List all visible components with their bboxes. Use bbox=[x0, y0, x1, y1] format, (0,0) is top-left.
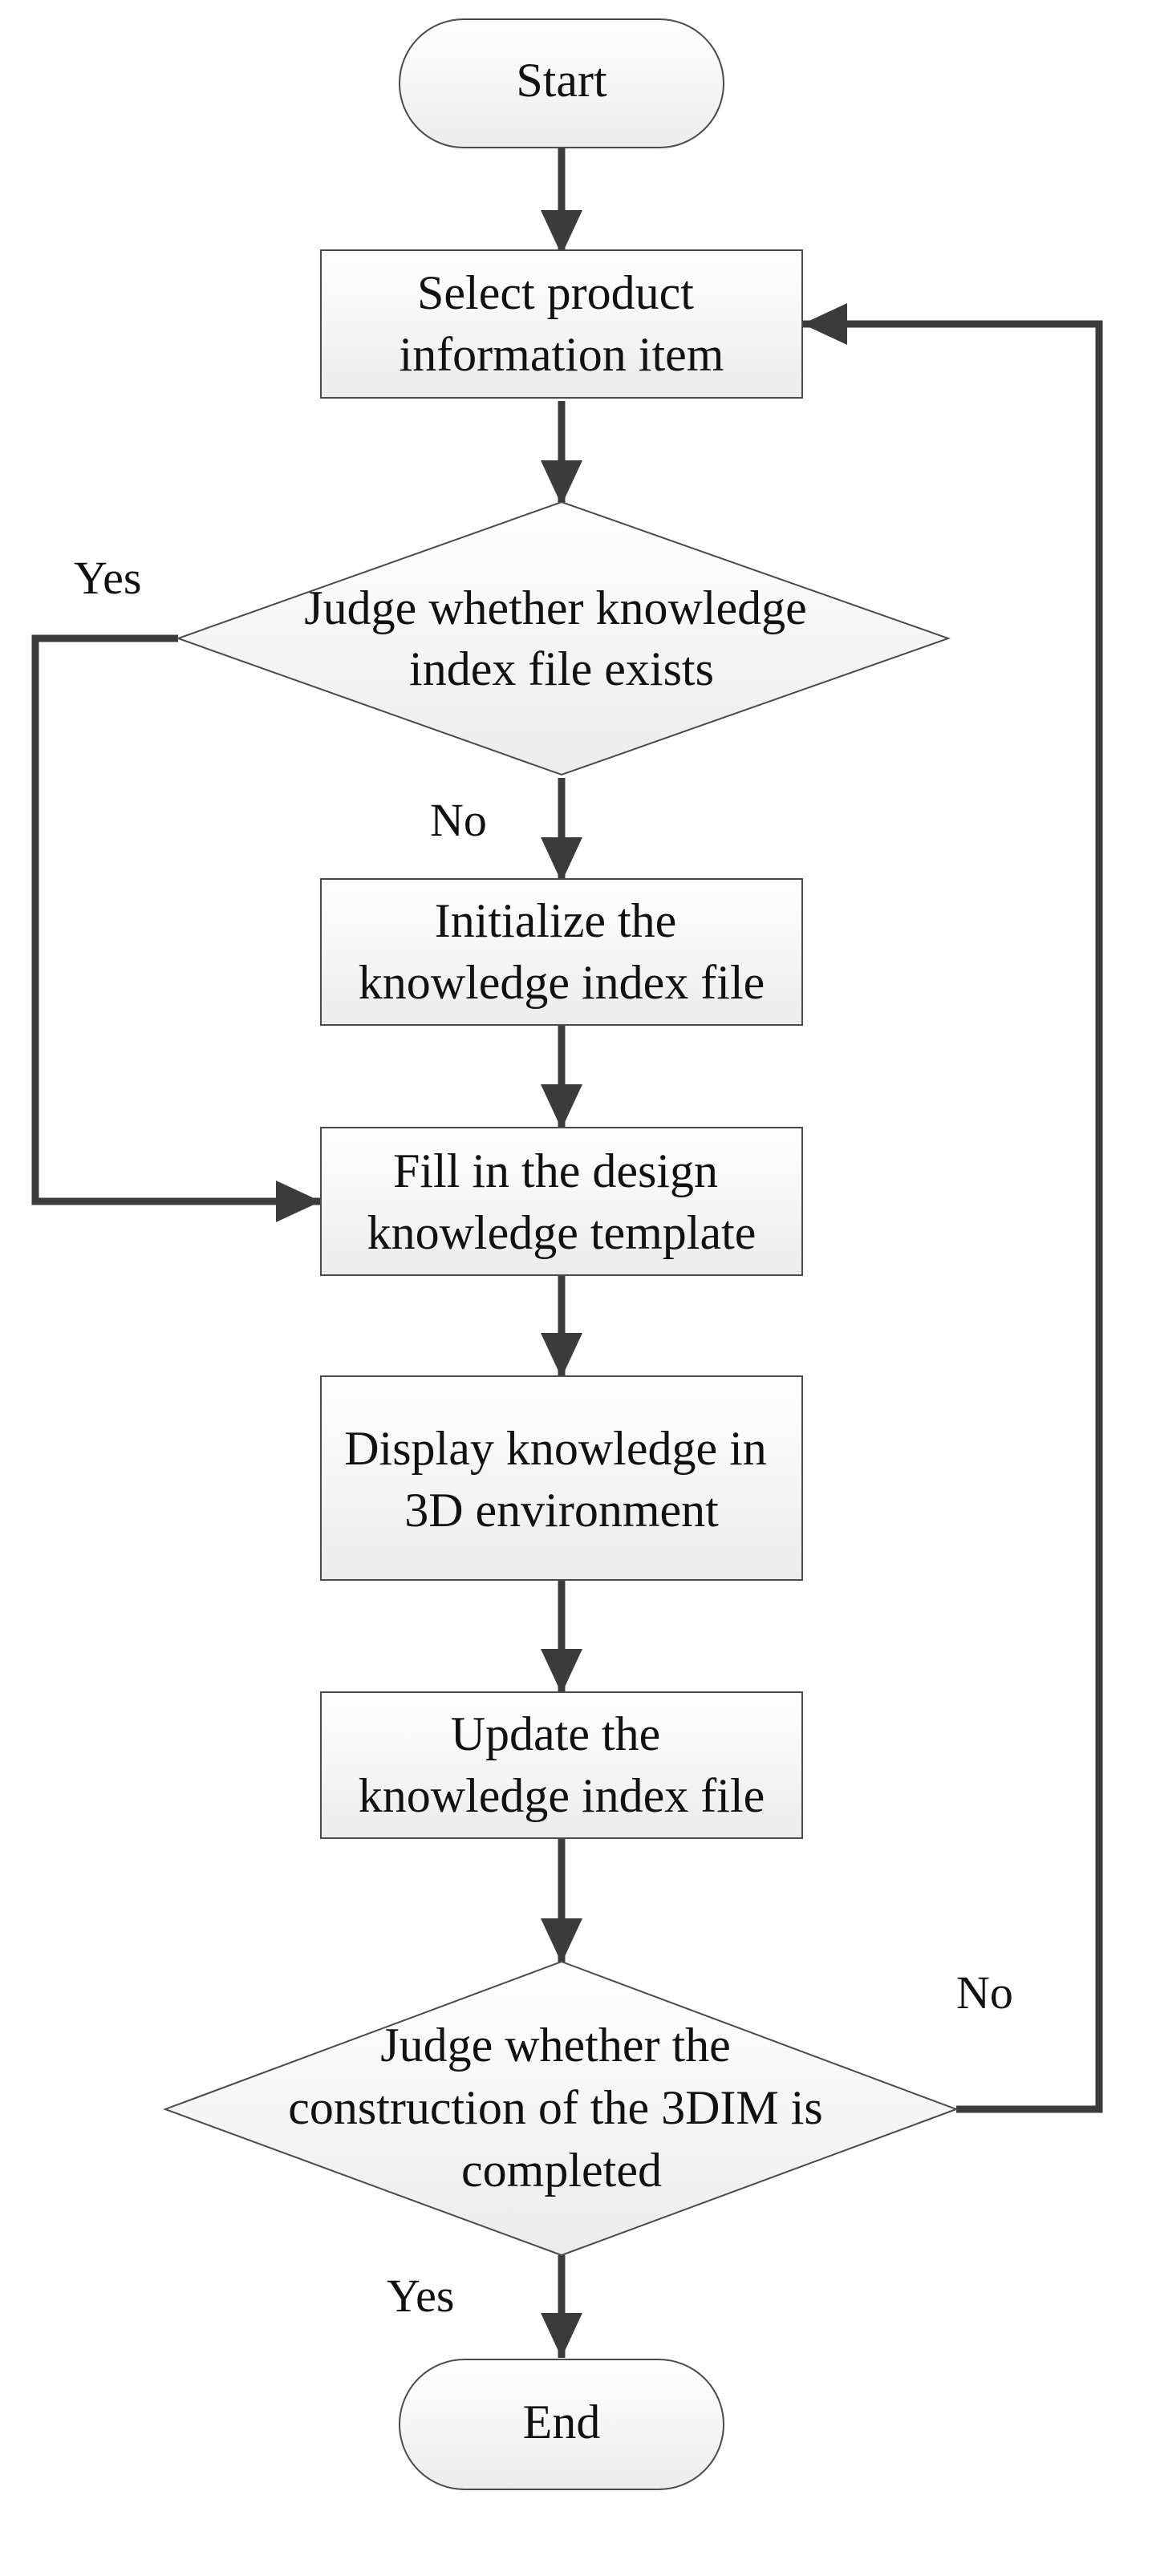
arrowhead-display-to-update bbox=[541, 1649, 582, 1694]
judge-index-line-1: Judge whether knowledge bbox=[304, 581, 806, 634]
arrow-judge-done-no-to-select bbox=[802, 320, 1103, 2113]
fill-line-2: knowledge template bbox=[367, 1206, 757, 1259]
initialize-line-2: knowledge index file bbox=[359, 956, 765, 1009]
arrowhead-judge-index-yes-to-fill bbox=[276, 1181, 321, 1222]
judge-index-line-2: index file exists bbox=[409, 642, 714, 695]
label-index-yes: Yes bbox=[74, 552, 141, 604]
display-line-1: Display knowledge in bbox=[344, 1422, 767, 1475]
judge-index-file-decision: Judge whether knowledge index file exist… bbox=[176, 500, 951, 776]
judge-construction-decision: Judge whether the construction of the 3D… bbox=[163, 1960, 959, 2257]
display-line-2: 3D environment bbox=[404, 1484, 719, 1537]
select-product-info-box: Select product information item bbox=[320, 249, 803, 399]
arrowhead-judge-done-no-to-select bbox=[802, 303, 847, 345]
select-line-1: Select product bbox=[417, 266, 694, 319]
arrowhead-fill-to-display bbox=[541, 1333, 582, 1378]
initialize-index-file-label: Initialize the knowledge index file bbox=[359, 894, 765, 1009]
arrowhead-start-to-select bbox=[541, 210, 582, 255]
initialize-line-1: Initialize the bbox=[435, 894, 677, 947]
judge-done-line-1: Judge whether the bbox=[380, 2019, 731, 2072]
judge-index-file-label: Judge whether knowledge index file exist… bbox=[304, 581, 818, 695]
fill-line-1: Fill in the design bbox=[393, 1144, 718, 1197]
judge-construction-label: Judge whether the construction of the 3D… bbox=[288, 2019, 835, 2197]
judge-done-line-3: completed bbox=[461, 2144, 662, 2197]
update-index-file-box: Update the knowledge index file bbox=[320, 1691, 803, 1839]
update-line-2: knowledge index file bbox=[359, 1769, 765, 1822]
display-knowledge-box: Display knowledge in 3D environment bbox=[320, 1375, 803, 1581]
label-done-yes: Yes bbox=[387, 2270, 454, 2322]
judge-done-line-2: construction of the 3DIM is bbox=[288, 2081, 823, 2134]
arrow-judge-index-yes-to-fill bbox=[31, 634, 321, 1205]
fill-design-template-label: Fill in the design knowledge template bbox=[367, 1144, 757, 1259]
arrowhead-select-to-judge-index bbox=[541, 460, 582, 505]
arrowhead-judge-done-yes-to-end bbox=[541, 2313, 582, 2358]
arrowhead-judge-index-no-to-initialize bbox=[541, 837, 582, 882]
update-line-1: Update the bbox=[451, 1707, 661, 1760]
select-product-info-label: Select product information item bbox=[400, 266, 724, 381]
end-line-1: End bbox=[523, 2396, 601, 2448]
arrowhead-update-to-judge-done bbox=[541, 1918, 582, 1963]
start-node: Start bbox=[399, 18, 724, 148]
arrowhead-initialize-to-fill bbox=[541, 1084, 582, 1129]
label-index-no: No bbox=[430, 794, 487, 846]
fill-design-template-box: Fill in the design knowledge template bbox=[320, 1127, 803, 1276]
start-line-1: Start bbox=[516, 54, 607, 107]
display-knowledge-label: Display knowledge in 3D environment bbox=[344, 1422, 779, 1537]
select-line-2: information item bbox=[400, 328, 724, 381]
start-label: Start bbox=[516, 54, 607, 107]
end-label: End bbox=[523, 2396, 601, 2448]
end-node: End bbox=[399, 2359, 724, 2490]
update-index-file-label: Update the knowledge index file bbox=[359, 1707, 765, 1822]
connectors bbox=[31, 148, 1103, 2358]
initialize-index-file-box: Initialize the knowledge index file bbox=[320, 878, 803, 1026]
label-done-no: No bbox=[956, 1966, 1013, 2019]
